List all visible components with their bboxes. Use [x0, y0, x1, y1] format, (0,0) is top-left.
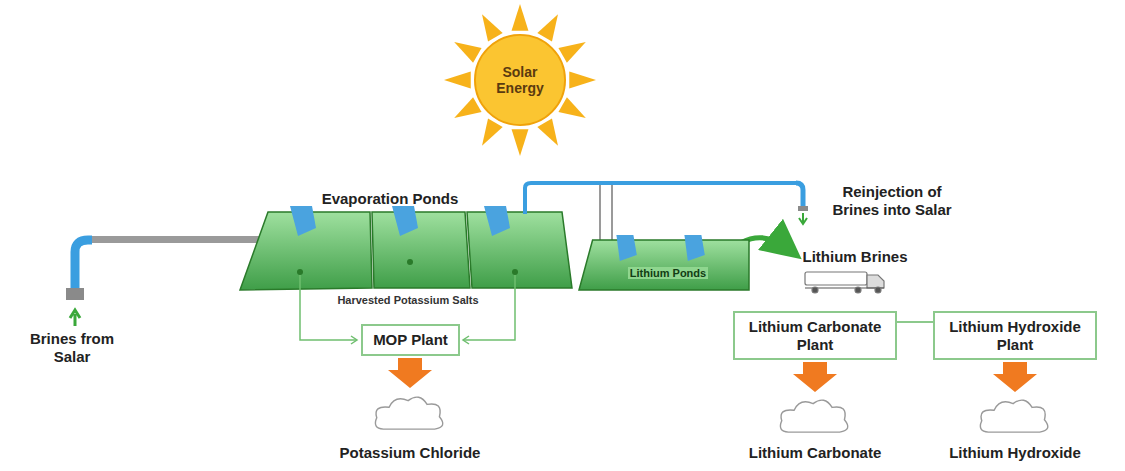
sun-ray — [444, 72, 471, 89]
evaporation-ponds — [240, 206, 572, 290]
inlet-pipe — [66, 236, 265, 326]
sun-ray — [558, 42, 585, 63]
process-label: Brines from Salar — [22, 330, 122, 366]
process-label: Lithium Brines — [790, 248, 920, 266]
sun-ray — [558, 97, 585, 118]
process-label: Lithium Carbonate — [720, 444, 910, 462]
tanker-truck — [805, 272, 884, 293]
node-text: Lithium Hydroxide Plant — [943, 318, 1087, 353]
sun-ray — [454, 42, 481, 63]
output-arrows — [388, 358, 1037, 392]
sun-circle: Solar Energy — [474, 34, 566, 126]
process-label: Potassium Chloride — [310, 444, 510, 462]
node-text: Lithium Ponds — [628, 267, 708, 280]
product-piles — [375, 397, 1047, 432]
node-text: Lithium Carbonate Plant — [743, 318, 887, 353]
sun-ray — [569, 72, 596, 89]
process-label: Harvested Potassium Salts — [333, 294, 483, 307]
plant-box: MOP Plant — [361, 324, 460, 356]
process-label: Reinjection of Brines into Salar — [817, 183, 967, 219]
node-text: MOP Plant — [373, 331, 448, 348]
plant-box: Lithium Carbonate Plant — [733, 311, 897, 360]
sun-ray — [537, 14, 558, 41]
sun-ray — [537, 118, 558, 145]
sun-ray — [482, 14, 503, 41]
process-label: Lithium Hydroxide — [920, 444, 1110, 462]
node-text: Solar Energy — [490, 64, 550, 96]
sun-ray — [454, 97, 481, 118]
lithium-pond: Lithium Ponds — [579, 240, 749, 290]
sun-ray — [512, 4, 529, 31]
plant-box: Lithium Hydroxide Plant — [933, 311, 1097, 360]
sun-rays — [444, 4, 596, 156]
reinjection-pipe — [525, 183, 808, 240]
pond-outline — [579, 240, 749, 290]
process-label: Evaporation Ponds — [290, 190, 490, 208]
sun-ray — [482, 118, 503, 145]
sun-ray — [512, 129, 529, 156]
plant-link — [897, 321, 933, 323]
